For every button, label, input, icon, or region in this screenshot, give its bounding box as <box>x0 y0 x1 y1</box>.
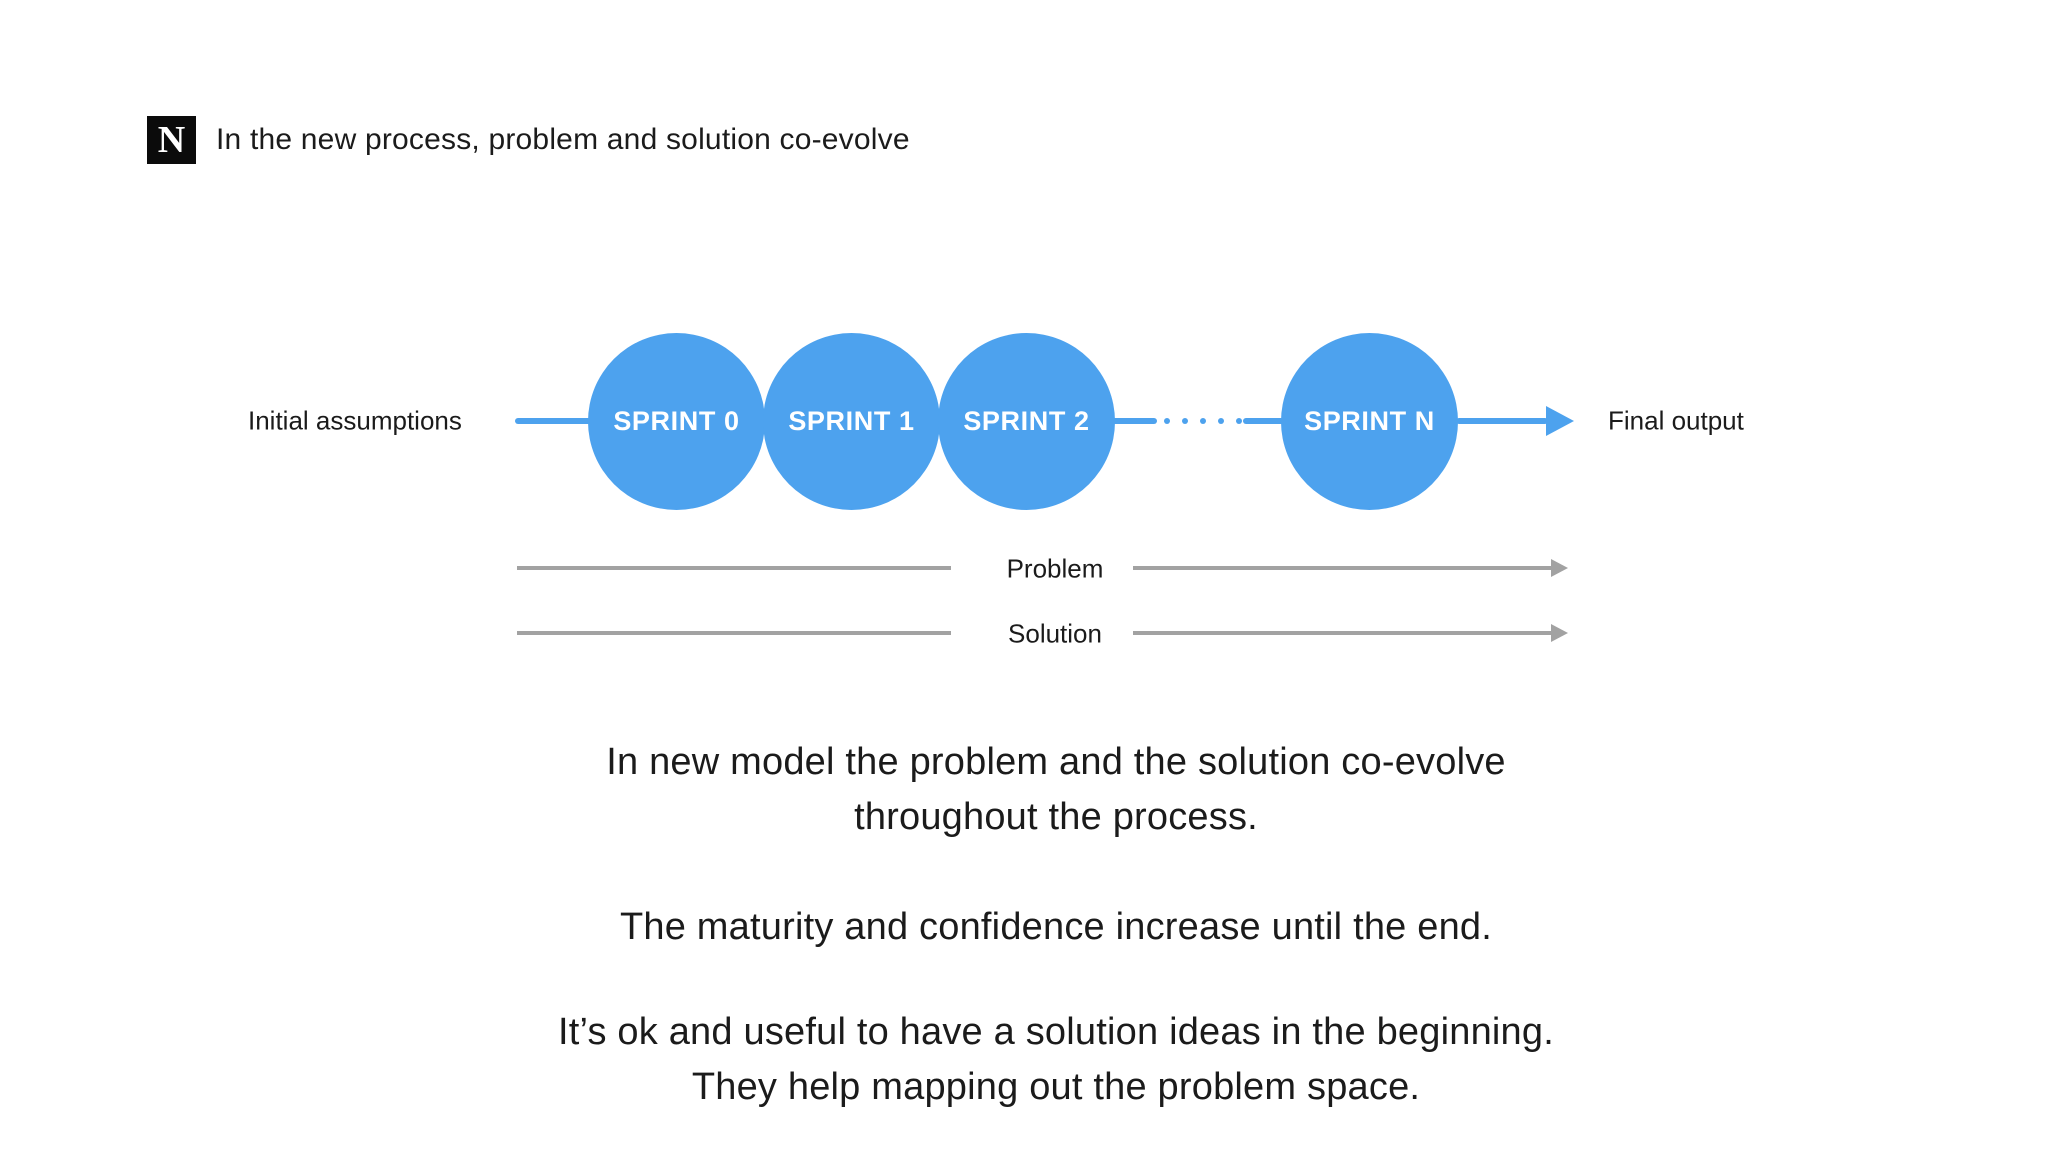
solution-track-line-left <box>517 631 951 635</box>
sprint-2-circle: SPRINT 2 <box>938 333 1115 510</box>
paragraph-line: They help mapping out the problem space. <box>691 1066 1421 1108</box>
connector-line-end <box>1456 418 1548 424</box>
sprint-n-circle: SPRINT N <box>1281 333 1458 510</box>
solution-track-line-right <box>1133 631 1553 635</box>
page-title: In the new process, problem and solution… <box>216 123 910 156</box>
final-output-label: Final output <box>1608 405 1744 436</box>
problem-track-line-left <box>517 566 951 570</box>
connector-line-start <box>515 418 591 424</box>
paragraph-solution-ideas: It’s ok and useful to have a solution id… <box>64 1005 2048 1115</box>
notion-logo-icon: N <box>147 116 196 164</box>
sprint-0-circle: SPRINT 0 <box>588 333 765 510</box>
problem-track-line-right <box>1133 566 1553 570</box>
solution-track-label: Solution <box>1008 618 1102 649</box>
paragraph-line: It’s ok and useful to have a solution id… <box>558 1011 1554 1053</box>
connector-line-mid-left <box>1111 418 1157 424</box>
initial-assumptions-label: Initial assumptions <box>248 405 462 436</box>
paragraph-line: throughout the process. <box>854 796 1258 838</box>
sprint-1-circle: SPRINT 1 <box>763 333 940 510</box>
paragraph-line: In new model the problem and the solutio… <box>606 741 1506 783</box>
paragraph-co-evolve: In new model the problem and the solutio… <box>64 735 2048 845</box>
connector-line-mid-right <box>1243 418 1285 424</box>
solution-arrowhead-icon <box>1551 624 1568 642</box>
problem-track-label: Problem <box>1006 553 1104 584</box>
paragraph-maturity: The maturity and confidence increase unt… <box>64 900 2048 955</box>
ellipsis-dots <box>1164 418 1242 424</box>
paragraph-line: The maturity and confidence increase unt… <box>619 906 1493 948</box>
problem-arrowhead-icon <box>1551 559 1568 577</box>
flow-arrowhead-icon <box>1546 406 1574 436</box>
